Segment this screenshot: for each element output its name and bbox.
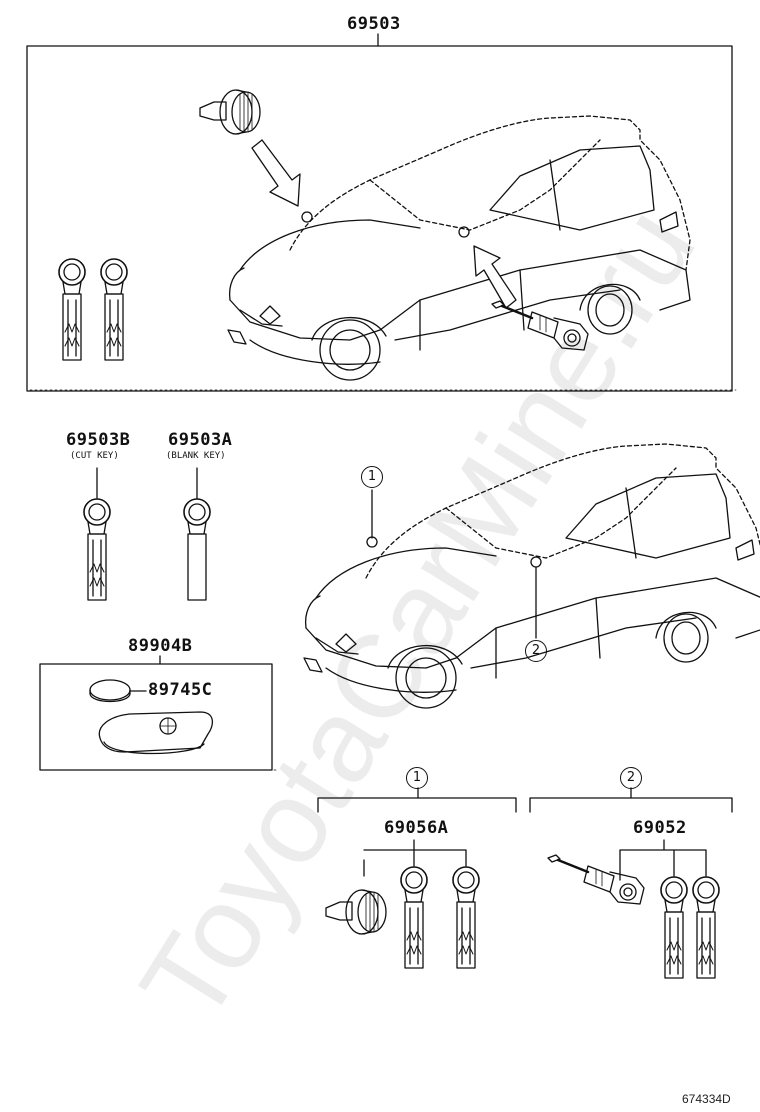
set-b-key-2	[692, 876, 720, 979]
ignition-cylinder-top	[199, 89, 261, 135]
part-number-cut-key: 69503B	[66, 430, 131, 450]
set-a-key-1	[400, 866, 428, 969]
ignition-marker	[301, 211, 470, 238]
battery-illustration	[89, 679, 147, 703]
set-b-door-lock	[546, 853, 646, 906]
set-b-leaders	[619, 839, 707, 881]
set-a-leaders	[363, 839, 467, 877]
part-number-set-a: 69056A	[384, 818, 449, 838]
arrow-door	[473, 245, 517, 309]
callout-2-leader	[530, 556, 542, 639]
callout-1-leader	[366, 489, 378, 548]
key-top-1	[58, 258, 86, 361]
bracket-1	[317, 787, 517, 813]
callout-1-top: 1	[361, 466, 383, 488]
bracket-2	[529, 787, 733, 813]
callout-2-bracket: 2	[620, 767, 642, 789]
set-b-key-1	[660, 876, 688, 979]
part-number-69503: 69503	[347, 14, 401, 34]
part-number-battery: 89745C	[148, 680, 213, 700]
key-top-2	[100, 258, 128, 361]
door-lock-top	[490, 299, 590, 352]
transmitter-frame	[39, 655, 277, 771]
part-number-blank-key: 69503A	[168, 430, 233, 450]
van-illustration-top	[227, 115, 691, 381]
diagram-code: 674334D	[682, 1092, 731, 1106]
transmitter-illustration	[98, 711, 213, 755]
part-number-transmitter: 89904B	[128, 636, 193, 656]
blank-key-note: (BLANK KEY)	[166, 451, 226, 461]
set-a-key-2	[452, 866, 480, 969]
assembly-frame	[26, 33, 737, 392]
cut-key-illustration	[83, 498, 111, 601]
set-a-cylinder	[325, 889, 387, 935]
arrow-ignition	[251, 139, 301, 207]
blank-key-illustration	[183, 498, 211, 601]
callout-2-top: 2	[525, 640, 547, 662]
part-number-set-b: 69052	[633, 818, 687, 838]
cut-key-note: (CUT KEY)	[70, 451, 119, 461]
callout-1-bracket: 1	[406, 767, 428, 789]
